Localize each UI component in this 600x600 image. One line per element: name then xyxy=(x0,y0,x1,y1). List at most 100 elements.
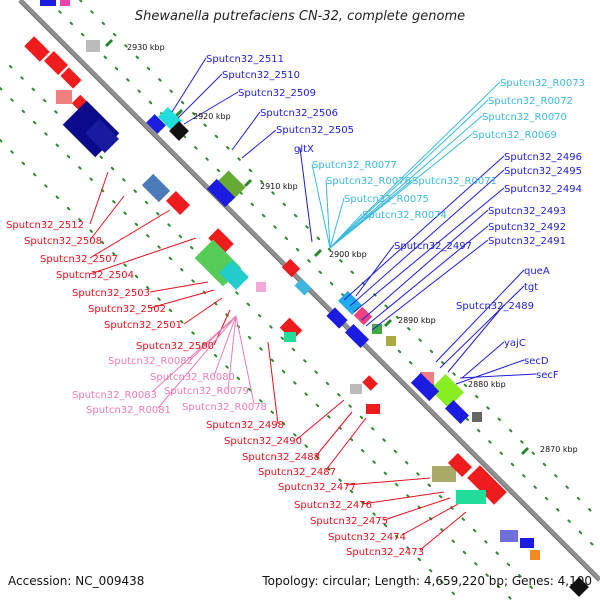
gene-label: Sputcn32_2510 xyxy=(222,70,300,81)
scale-label: 2910 kbp xyxy=(260,182,298,191)
gene-feature xyxy=(337,290,363,316)
gene-label: Sputcn32_R0075 xyxy=(344,194,429,205)
gene-label: Sputcn32_2494 xyxy=(504,184,582,195)
gene-feature xyxy=(85,119,119,153)
scale-label: 2930 kbp xyxy=(127,43,165,52)
gene-label: Sputcn32_R0069 xyxy=(472,130,557,141)
scale-label: 2900 kbp xyxy=(329,250,367,259)
gene-label: Sputcn32_2509 xyxy=(238,88,316,99)
gene-feature xyxy=(219,260,249,290)
gene-label: Sputcn32_R0072 xyxy=(488,96,573,107)
scale-label: 2880 kbp xyxy=(468,380,506,389)
gene-feature xyxy=(294,278,312,296)
gene-label: Sputcn32_2511 xyxy=(206,54,284,65)
gene-feature xyxy=(353,306,373,326)
gene-label: Sputcn32_2492 xyxy=(488,222,566,233)
gene-label: Sputcn32_2506 xyxy=(260,108,338,119)
gene-label: secD xyxy=(524,356,549,367)
gene-feature xyxy=(432,466,456,482)
leader-lines xyxy=(89,57,537,551)
gene-feature xyxy=(43,50,69,76)
left-labels: Sputcn32_2512 Sputcn32_2508 Sputcn32_250… xyxy=(6,220,424,558)
gene-label: Sputcn32_R0076 xyxy=(326,176,411,187)
gene-label: gltX xyxy=(294,144,314,155)
gene-feature xyxy=(386,336,396,346)
gene-feature xyxy=(326,307,348,329)
gene-label: Sputcn32_2508 xyxy=(24,236,102,247)
gene-feature xyxy=(214,170,246,202)
gene-feature xyxy=(344,323,370,349)
scale-label: 2920 kbp xyxy=(193,112,231,121)
gene-feature xyxy=(24,36,50,62)
gene-label: Sputcn32_2473 xyxy=(346,547,424,558)
gene-feature xyxy=(40,0,56,6)
gene-feature xyxy=(60,0,70,6)
gene-label: Sputcn32_2476 xyxy=(294,500,372,511)
gene-label: Sputcn32_2489 xyxy=(456,301,534,312)
gene-label: Sputcn32_2474 xyxy=(328,532,406,543)
gene-feature xyxy=(60,67,82,89)
right-labels: Sputcn32_2511 Sputcn32_2510 Sputcn32_250… xyxy=(206,54,585,381)
gene-feature xyxy=(372,324,382,334)
gene-feature xyxy=(284,332,296,342)
gene-label: Sputcn32_R0083 xyxy=(72,390,157,401)
gene-feature xyxy=(366,404,380,414)
accession-label: Accession: NC_009438 xyxy=(8,574,145,588)
gene-label: Sputcn32_2493 xyxy=(488,206,566,217)
gene-feature xyxy=(86,40,100,52)
gene-feature xyxy=(141,173,171,203)
gene-features xyxy=(24,0,589,597)
gene-feature xyxy=(362,375,378,391)
gene-feature xyxy=(430,374,464,408)
gene-label: Sputcn32_2505 xyxy=(276,125,354,136)
scale-label: 2870 kbp xyxy=(540,445,578,454)
gene-label: tgt xyxy=(524,282,538,293)
gene-label: Sputcn32_2512 xyxy=(6,220,84,231)
gene-feature xyxy=(447,452,473,478)
gene-feature xyxy=(467,465,507,505)
gene-label: secF xyxy=(536,370,559,381)
gene-label: Sputcn32_2507 xyxy=(40,254,118,265)
gene-label: Sputcn32_R0079 xyxy=(164,386,249,397)
scale-labels: 2930 kbp 2920 kbp 2910 kbp 2900 kbp 2890… xyxy=(127,43,578,454)
gene-label: Sputcn32_2491 xyxy=(488,236,566,247)
scale-label: 2890 kbp xyxy=(398,316,436,325)
gene-feature xyxy=(56,90,72,104)
gene-label: Sputcn32_2475 xyxy=(310,516,388,527)
gene-label: Sputcn32_2477 xyxy=(278,482,356,493)
gene-label: Sputcn32_2504 xyxy=(56,270,134,281)
gene-feature xyxy=(456,490,486,504)
gene-feature xyxy=(472,412,482,422)
gene-feature xyxy=(169,121,189,141)
gene-feature xyxy=(256,282,266,292)
gene-label: Sputcn32_2490 xyxy=(224,436,302,447)
gene-label: Sputcn32_2497 xyxy=(394,241,472,252)
gene-feature xyxy=(530,550,540,560)
gene-feature xyxy=(165,190,191,216)
gene-feature xyxy=(279,317,303,341)
gene-feature xyxy=(350,384,362,394)
gene-label: Sputcn32_2498 xyxy=(206,420,284,431)
gene-label: Sputcn32_2487 xyxy=(258,467,336,478)
gene-label: Sputcn32_R0077 xyxy=(312,160,397,171)
gene-feature xyxy=(281,258,301,278)
genome-summary: Topology: circular; Length: 4,659,220 bp… xyxy=(262,574,592,588)
gene-label: yajC xyxy=(504,338,526,349)
gene-feature xyxy=(569,577,589,597)
gene-label: Sputcn32_R0071 xyxy=(412,176,497,187)
map-title: Shewanella putrefaciens CN-32, complete … xyxy=(134,9,466,24)
gene-label: Sputcn32_R0074 xyxy=(362,210,447,221)
gene-label: Sputcn32_2503 xyxy=(72,288,150,299)
gene-feature xyxy=(500,530,518,542)
gene-label: Sputcn32_R0082 xyxy=(108,356,193,367)
gene-label: Sputcn32_2502 xyxy=(88,304,166,315)
genome-backbone xyxy=(18,0,600,582)
gene-feature xyxy=(520,538,534,548)
gene-label: Sputcn32_R0080 xyxy=(150,372,235,383)
gene-feature xyxy=(208,228,234,254)
gene-label: Sputcn32_R0073 xyxy=(500,78,585,89)
gene-feature xyxy=(146,114,166,134)
gene-label: Sputcn32_2496 xyxy=(504,152,582,163)
